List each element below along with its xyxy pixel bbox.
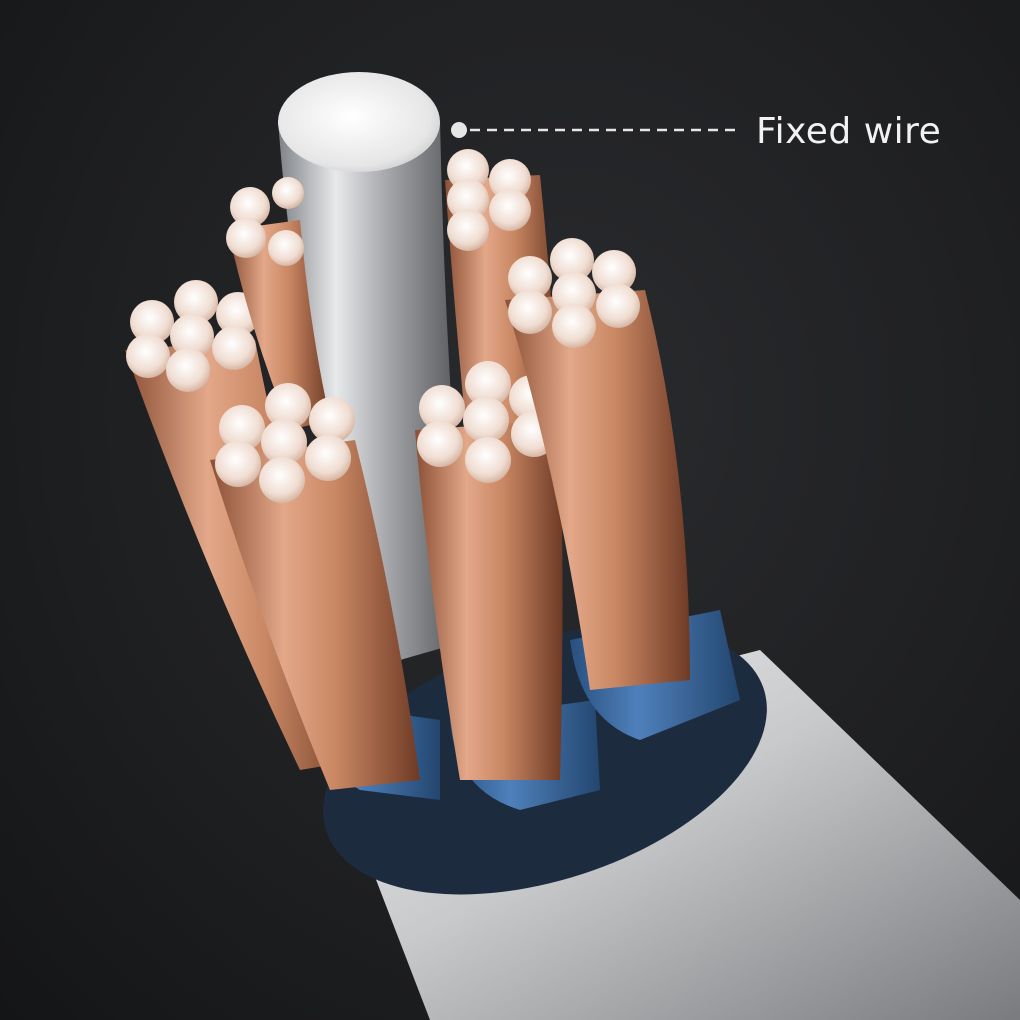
callout-leader xyxy=(451,122,740,138)
callout-label-fixed-wire: Fixed wire xyxy=(756,111,942,152)
dot-icon xyxy=(451,122,467,138)
copper-bundle-center-left xyxy=(210,383,420,790)
fixed-wire xyxy=(278,72,470,660)
copper-bundle-back-left xyxy=(226,177,330,430)
copper-bundle-right xyxy=(505,238,690,690)
